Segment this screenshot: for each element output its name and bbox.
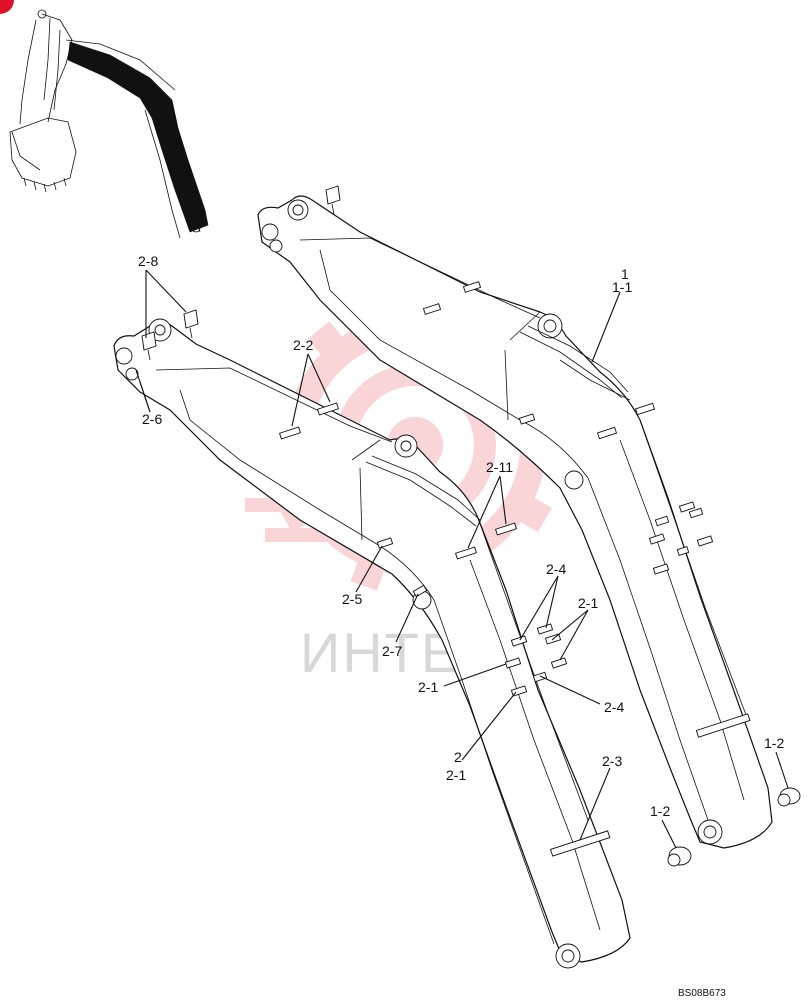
leader-lines: [135, 269, 789, 849]
arm-assembly-2: [113, 309, 631, 969]
callouts: 1 1-1 1-2 1-2 2 2-1 2-1 2-1 2-2 2-3 2-4 …: [138, 253, 784, 819]
thumbnail-arm: [67, 41, 209, 233]
callout-2-11: 2-11: [486, 459, 513, 475]
callout-2-4-a: 2-4: [546, 561, 566, 577]
callout-2-1-b: 2-1: [446, 767, 466, 783]
arm-1-body: [257, 195, 773, 849]
callout-2-5: 2-5: [342, 591, 362, 607]
callout-2: 2: [454, 749, 462, 765]
corner-mark: [0, 0, 14, 14]
callout-1: 1: [621, 266, 629, 282]
callout-2-7: 2-7: [382, 643, 402, 659]
callout-1-1: 1-1: [612, 279, 632, 295]
callout-2-6: 2-6: [142, 411, 162, 427]
callout-2-1-c: 2-1: [578, 595, 598, 611]
callout-2-8: 2-8: [138, 253, 158, 269]
callout-1-2-left: 1-2: [650, 803, 670, 819]
document-id: BS08B673: [678, 988, 726, 999]
callout-2-4-b: 2-4: [604, 699, 624, 715]
bushing-1-2-left: [667, 846, 692, 867]
callout-2-3: 2-3: [602, 753, 622, 769]
excavator-thumbnail: [9, 9, 209, 239]
arm-assembly-1: [257, 185, 801, 867]
callout-2-2: 2-2: [293, 337, 313, 353]
bushing-1-2-right: [777, 787, 801, 807]
callout-1-2-right: 1-2: [764, 735, 784, 751]
callout-2-1-a: 2-1: [418, 679, 438, 695]
